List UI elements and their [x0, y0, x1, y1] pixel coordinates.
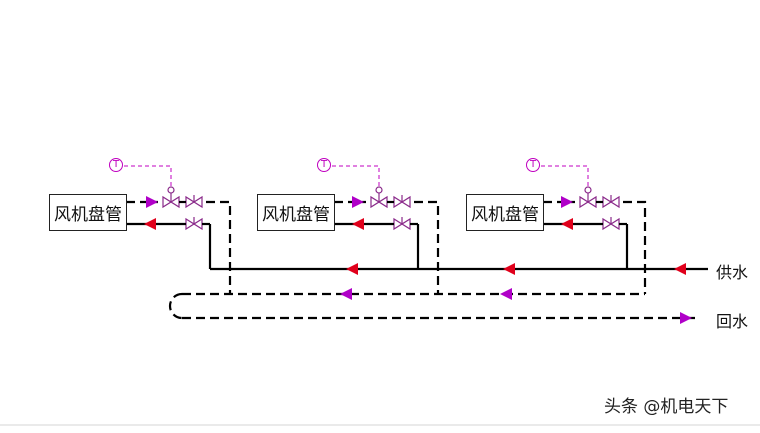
fan-coil-unit-3: 风机盘管 [466, 194, 544, 231]
fan-coil-unit-1: 风机盘管 [49, 194, 127, 231]
supply-water-label: 供水 [716, 263, 749, 282]
thermostat-icon: T [317, 158, 331, 172]
fan-coil-label: 风机盘管 [54, 205, 122, 225]
fan-coil-label: 风机盘管 [471, 205, 539, 225]
stop-valve-3r [602, 195, 620, 209]
control-valve-1 [162, 186, 180, 209]
thermostat-label-3: T [529, 159, 537, 170]
stop-valve-2r [393, 195, 411, 209]
thermostat-icon: T [109, 158, 123, 172]
supply-main-pipe [126, 222, 708, 271]
stop-valve-3s [602, 217, 620, 231]
return-arrows [146, 196, 692, 324]
thermostat-label-1: T [112, 159, 120, 170]
valves [162, 186, 620, 231]
thermostat-icon: T [526, 158, 540, 172]
watermark: 头条 @机电天下 [604, 397, 729, 417]
fan-coil-unit-2: 风机盘管 [257, 194, 335, 231]
fan-coil-label: 风机盘管 [262, 205, 330, 225]
stop-valve-1s [185, 217, 203, 231]
control-valve-3 [579, 186, 597, 209]
supply-arrows [144, 218, 686, 275]
return-water-label: 回水 [716, 312, 749, 331]
stop-valve-2s [393, 217, 411, 231]
thermostat-label-2: T [320, 159, 328, 170]
stop-valve-1r [185, 195, 203, 209]
control-valve-2 [370, 186, 388, 209]
return-pipes [126, 200, 700, 320]
thermostat-control-lines [124, 165, 589, 187]
